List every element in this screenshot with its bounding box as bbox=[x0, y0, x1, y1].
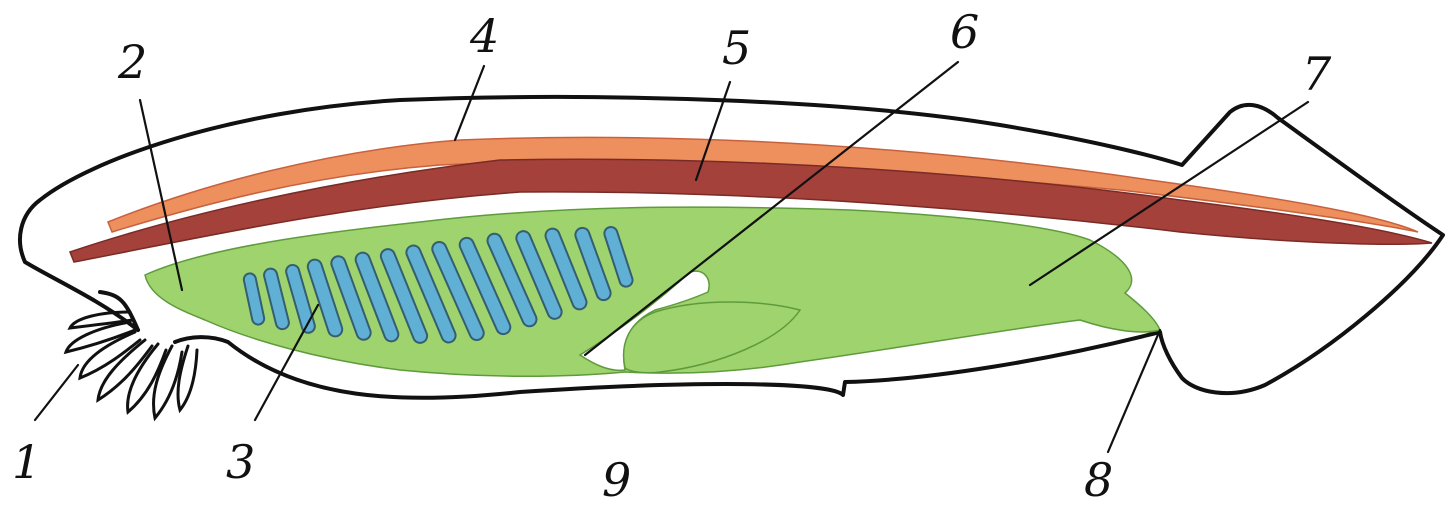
label-5: 5 bbox=[722, 21, 751, 75]
label-2: 2 bbox=[117, 35, 147, 89]
label-9: 9 bbox=[602, 453, 631, 506]
label-8: 8 bbox=[1084, 453, 1113, 506]
label-3: 3 bbox=[226, 435, 255, 489]
label-7: 7 bbox=[1302, 47, 1332, 101]
label-4: 4 bbox=[469, 9, 499, 63]
label-1: 1 bbox=[12, 435, 41, 489]
oral-tentacles bbox=[66, 312, 197, 418]
label-6: 6 bbox=[950, 5, 979, 59]
